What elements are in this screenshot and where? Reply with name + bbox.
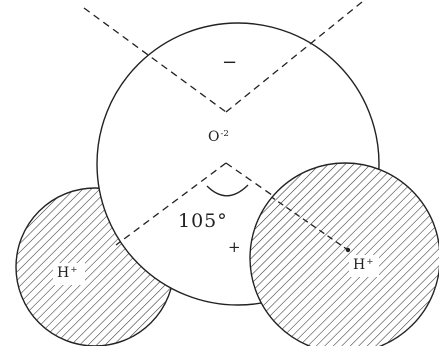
oxygen-label: O-2 xyxy=(208,129,229,145)
bond-angle-label: 105° xyxy=(178,210,228,232)
hydrogen-left-label: H+ xyxy=(57,265,78,281)
hydrogen-atom-right xyxy=(249,162,439,346)
dashed-line-upper-right xyxy=(225,1,363,113)
negative-charge-label: − xyxy=(222,52,238,73)
positive-charge-label: + xyxy=(228,238,241,256)
hydrogen-right-label: H+ xyxy=(353,257,374,273)
dashed-line-lower-left xyxy=(115,162,227,246)
left-label-backdrop xyxy=(53,263,85,285)
bond-angle-arc xyxy=(206,184,249,197)
dashed-line-upper-left xyxy=(83,7,227,113)
